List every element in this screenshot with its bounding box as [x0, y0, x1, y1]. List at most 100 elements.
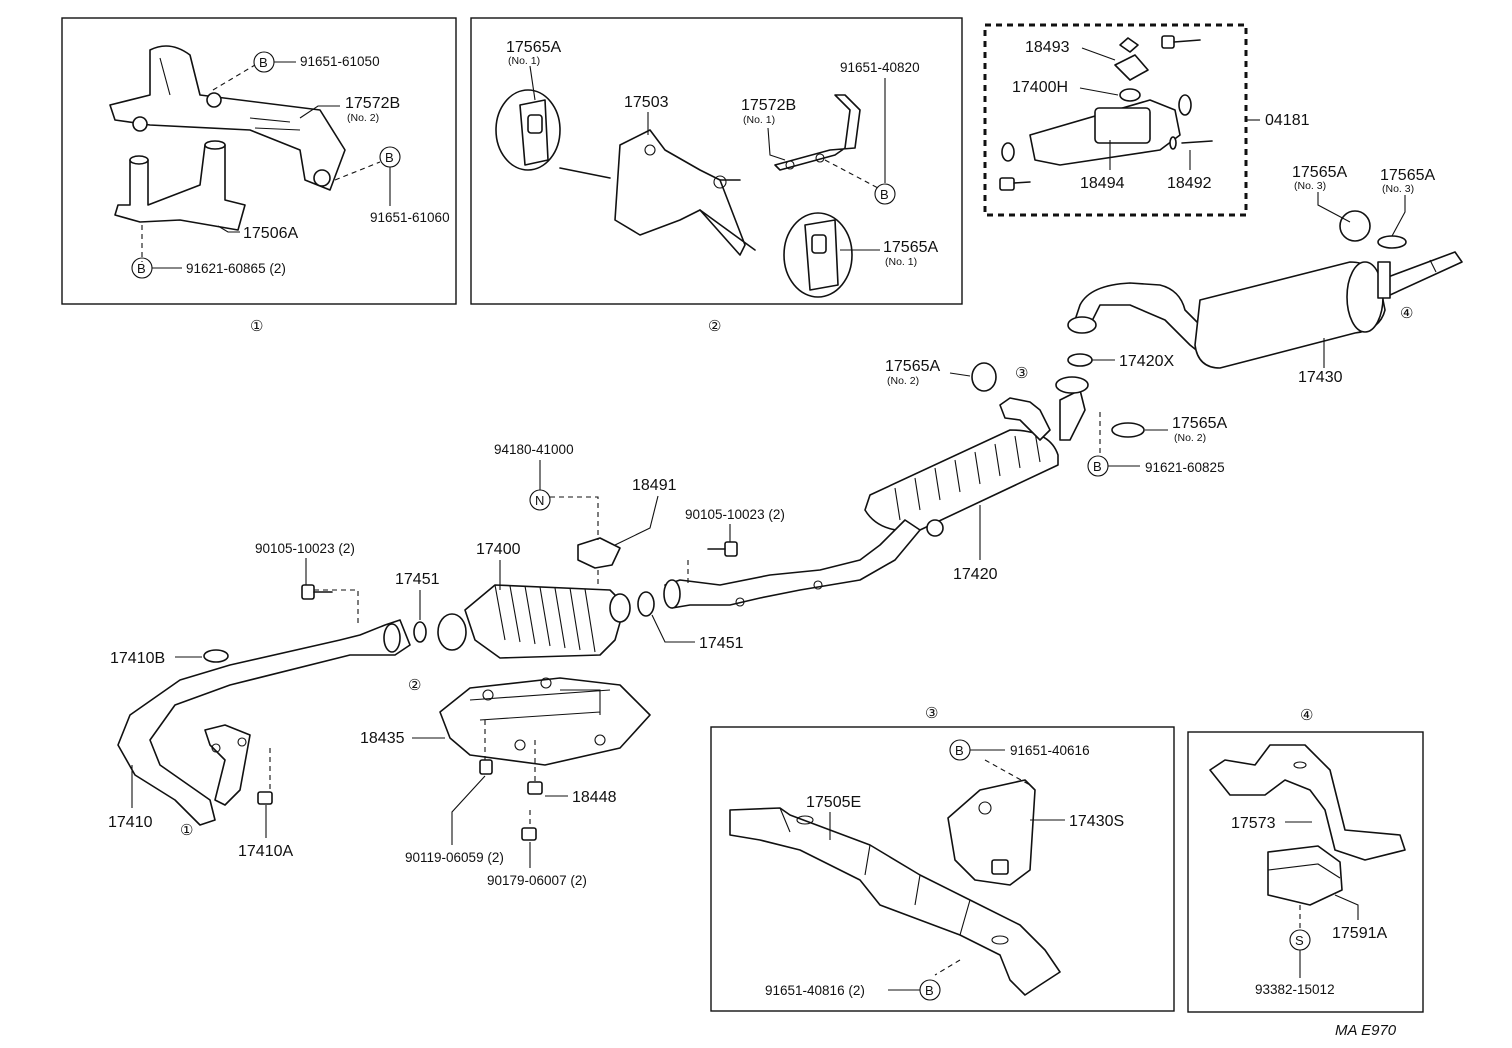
part-number: 17565A: [506, 39, 561, 56]
callout-91651-61050: B 91651-61050: [253, 51, 380, 73]
callout-94180-41000: 94180-41000: [494, 442, 574, 490]
callout-17430: 17430: [1298, 338, 1343, 386]
panel-2: 17565A (No. 1) 17503 17572B (No. 1) 9165…: [470, 17, 963, 335]
svg-text:90119-06059 (2): 90119-06059 (2): [405, 850, 504, 865]
fasteners-drawing: [203, 210, 1407, 841]
bracket-17503-drawing: [559, 129, 756, 256]
sensor-drawing: [999, 35, 1213, 191]
svg-text:91621-60825: 91621-60825: [1145, 460, 1225, 475]
oxygen-sensor-kit: 18493 17400H 04181 18494 18492: [983, 23, 1310, 217]
part-number: 04181: [1265, 112, 1310, 129]
svg-text:17451: 17451: [699, 635, 744, 652]
panel-4: 17573 17591A S 93382-15012 ④: [1187, 707, 1424, 1013]
svg-text:91651-40816 (2): 91651-40816 (2): [765, 983, 865, 998]
callout-b-mark-p2: B: [874, 183, 896, 205]
callout-17565a-no1-bottom: 17565A (No. 1): [840, 239, 938, 268]
section-ref-3: ③: [1015, 365, 1028, 382]
callout-n-mark: N: [529, 489, 551, 511]
section-ref-4: ④: [1400, 305, 1413, 322]
section-ref-2: ②: [408, 677, 421, 694]
callout-17565a-no3-right: 17565A (No. 3): [1380, 167, 1435, 237]
svg-text:17410: 17410: [108, 814, 153, 831]
part-note: (No. 1): [743, 114, 775, 126]
callout-17591a: 17591A: [1332, 894, 1387, 942]
svg-text:④: ④: [1300, 707, 1313, 724]
bracket-17505e-drawing: [729, 807, 1061, 996]
main-callouts: 17565A (No. 3) 17565A (No. 3) 17430 1742…: [108, 164, 1435, 888]
bracket-17572b-no1-drawing: [774, 94, 861, 171]
svg-text:17505E: 17505E: [806, 794, 861, 811]
callout-17410b: 17410B: [110, 650, 202, 667]
panel-2-frame: [470, 17, 963, 305]
callout-91621-60865: B 91621-60865 (2): [131, 257, 286, 279]
callout-04181: 04181: [1246, 112, 1310, 129]
callout-17420x: 17420X: [1092, 353, 1174, 370]
callout-91651-40820: 91651-40820: [840, 60, 920, 183]
callout-17451-left: 17451: [395, 571, 440, 620]
part-number: 18493: [1025, 39, 1070, 56]
part-note: (No. 1): [508, 55, 540, 67]
bracket-17573-drawing: [1209, 744, 1406, 861]
callout-91651-40616: B 91651-40616: [949, 739, 1090, 761]
panel-1-frame: [61, 17, 457, 305]
callout-17572b-no1: 17572B (No. 1): [741, 97, 796, 161]
callout-17410a: 17410A: [238, 805, 293, 860]
svg-text:93382-15012: 93382-15012: [1255, 982, 1335, 997]
muffler-17420-drawing: [864, 376, 1089, 537]
part-number: 17565A: [883, 239, 938, 256]
svg-text:17420: 17420: [953, 566, 998, 583]
callout-17420: 17420: [953, 505, 998, 583]
b-mark-icon: [919, 979, 941, 1001]
cushion-17565a-top-drawing: [495, 89, 561, 171]
b-mark-icon: [874, 183, 896, 205]
callout-17565a-no2-right: 17565A (No. 2): [1145, 415, 1227, 444]
part-number: 17506A: [243, 225, 298, 242]
callout-90179-06007: 90179-06007 (2): [487, 842, 587, 888]
intermediate-pipe-drawing: [637, 519, 921, 617]
svg-text:③: ③: [925, 705, 938, 722]
callout-90119-06059: 90119-06059 (2): [405, 775, 504, 865]
callout-17506a: 17506A: [217, 225, 298, 242]
panel-3-frame: [710, 726, 1175, 1012]
bracket-17430s-drawing: [947, 779, 1036, 886]
svg-text:17451: 17451: [395, 571, 440, 588]
part-number: 18492: [1167, 175, 1212, 192]
callout-90105-10023-right: 90105-10023 (2): [685, 507, 785, 542]
svg-text:90179-06007 (2): 90179-06007 (2): [487, 873, 587, 888]
callout-17451-right: 17451: [651, 614, 744, 652]
svg-text:(No. 2): (No. 2): [887, 375, 919, 387]
panel-3-label: ③: [925, 705, 938, 722]
svg-text:②: ②: [408, 677, 421, 694]
svg-text:N: N: [535, 493, 544, 508]
panel-4-frame: [1187, 731, 1424, 1013]
cushion-17565a-bottom-drawing: [783, 212, 853, 298]
svg-text:90105-10023 (2): 90105-10023 (2): [685, 507, 785, 522]
callout-17565a-no2-left: 17565A (No. 2): [885, 358, 971, 387]
part-number: 17572B: [345, 95, 400, 112]
part-number: 17503: [624, 94, 669, 111]
svg-text:②: ②: [708, 318, 721, 335]
svg-text:④: ④: [1400, 305, 1413, 322]
callout-17400h: 17400H: [1012, 79, 1119, 96]
bracket-17572b-drawing: [109, 45, 346, 191]
svg-text:18448: 18448: [572, 789, 617, 806]
n-mark-icon: [529, 489, 551, 511]
panel-2-label: ②: [708, 318, 721, 335]
svg-text:17410A: 17410A: [238, 843, 293, 860]
callout-17430s: 17430S: [1030, 813, 1124, 830]
callout-18435: 18435: [360, 730, 445, 747]
part-number: 17400H: [1012, 79, 1068, 96]
svg-text:17565A: 17565A: [1380, 167, 1435, 184]
callout-18494: 18494: [1080, 140, 1125, 192]
callout-18492: 18492: [1167, 150, 1212, 192]
svg-text:(No. 2): (No. 2): [1174, 432, 1206, 444]
panel-3: B 91651-40616 17505E 17430S 91651-40816 …: [710, 705, 1175, 1012]
part-number: 91651-40820: [840, 60, 920, 75]
part-note: (No. 1): [885, 256, 917, 268]
callout-18448: 18448: [545, 789, 617, 806]
svg-text:17430S: 17430S: [1069, 813, 1124, 830]
heat-shield-drawing: [439, 677, 651, 766]
callout-18493: 18493: [1025, 39, 1116, 61]
